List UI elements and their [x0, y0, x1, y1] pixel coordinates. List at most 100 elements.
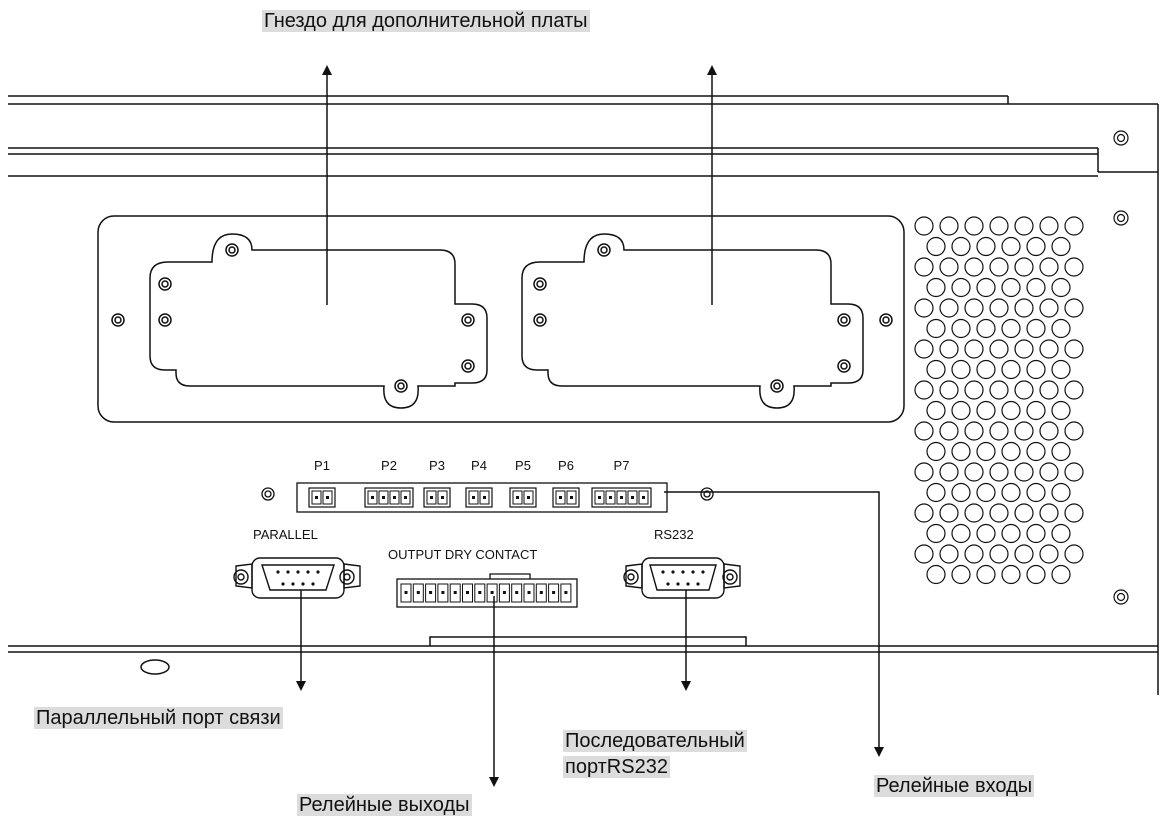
- relay-terminal-pin-dot: [430, 496, 433, 499]
- relay-terminal-pin: [512, 490, 523, 505]
- vent-hole: [939, 257, 959, 277]
- dry-contact-pin: [498, 583, 510, 603]
- vent-hole: [1026, 400, 1046, 421]
- vent-hole: [964, 421, 984, 441]
- vent-hole: [1001, 564, 1021, 585]
- relay-terminal-pin-dot: [382, 496, 385, 499]
- vent-hole: [951, 277, 971, 298]
- relay-terminal-pin-dot: [472, 496, 475, 499]
- vent-hole: [976, 318, 996, 339]
- relay-terminal-pin: [311, 490, 322, 505]
- relay-terminal-pin: [367, 490, 378, 505]
- relay-terminal-pin: [523, 490, 534, 505]
- relay-terminal-pin-dot: [315, 496, 318, 499]
- vent-hole: [1001, 400, 1021, 421]
- relay-terminal-pin-dot: [404, 496, 407, 499]
- vent-hole: [976, 359, 996, 380]
- dry-contact-pin-dot: [490, 591, 494, 594]
- callout-arrows: [296, 65, 884, 787]
- vent-hole: [939, 380, 959, 400]
- option-slot-plate: [97, 215, 905, 423]
- vent-hole: [1039, 462, 1059, 482]
- vent-hole: [1051, 277, 1071, 298]
- connector-pin: [286, 570, 290, 574]
- vent-hole: [914, 421, 934, 441]
- callout-serial-port: Последовательный портRS232: [563, 728, 747, 780]
- vent-hole: [1026, 318, 1046, 339]
- callout-relay-inputs: Релейные входы: [874, 773, 1035, 799]
- terminal-label-2: P2: [381, 458, 397, 473]
- connector-pin: [281, 582, 285, 586]
- vent-hole: [1064, 216, 1084, 236]
- connector-pin: [291, 582, 295, 586]
- vent-hole: [1001, 318, 1021, 339]
- option-slot-cover-left: [149, 233, 488, 409]
- vent-hole: [964, 462, 984, 482]
- relay-terminal-pin-dot: [559, 496, 562, 499]
- connector-pin: [681, 570, 685, 574]
- relay-terminal-group: [465, 487, 493, 508]
- vent-hole: [976, 482, 996, 503]
- vent-hole: [1051, 482, 1071, 503]
- connector-pin: [301, 582, 305, 586]
- relay-terminal-pin: [627, 490, 638, 505]
- terminal-label-7: P7: [614, 458, 630, 473]
- dry-contact-pin-dot: [515, 591, 519, 594]
- vent-hole: [1026, 482, 1046, 503]
- vent-hole: [951, 441, 971, 462]
- vent-hole: [1039, 544, 1059, 564]
- vent-hole: [951, 482, 971, 503]
- vent-hole: [926, 318, 946, 339]
- dry-contact-pin-dot: [539, 591, 543, 594]
- vent-hole: [964, 544, 984, 564]
- vent-hole: [1064, 503, 1084, 523]
- connector-pin: [666, 582, 670, 586]
- parallel-port-pins: [276, 570, 320, 586]
- rs232-connector-pins: [661, 570, 705, 586]
- vent-hole: [1051, 359, 1071, 380]
- dry-contact-pin: [535, 583, 547, 603]
- vent-hole: [914, 216, 934, 236]
- vent-hole: [1014, 421, 1034, 441]
- dry-contact-pin-dot: [564, 591, 568, 594]
- vent-hole: [926, 277, 946, 298]
- vent-hole: [951, 564, 971, 585]
- vent-hole: [1039, 257, 1059, 277]
- connector-pin: [686, 582, 690, 586]
- vent-hole: [1051, 523, 1071, 544]
- dry-contact-label: OUTPUT DRY CONTACT: [388, 547, 537, 562]
- relay-terminal-pin-dot: [598, 496, 601, 499]
- vent-hole: [951, 523, 971, 544]
- rs232-label: RS232: [654, 527, 694, 542]
- vent-hole: [989, 462, 1009, 482]
- callout-parallel-port-text: Параллельный порт связи: [34, 707, 283, 729]
- vent-hole: [989, 503, 1009, 523]
- relay-terminals: [308, 487, 652, 508]
- vent-hole: [1014, 380, 1034, 400]
- relay-terminal-pin-dot: [570, 496, 573, 499]
- vent-hole: [1001, 523, 1021, 544]
- vent-hole: [1039, 339, 1059, 359]
- relay-terminal-pin: [638, 490, 649, 505]
- dry-contact-pin-dot: [441, 591, 445, 594]
- vent-hole: [989, 380, 1009, 400]
- relay-terminal-group: [509, 487, 537, 508]
- vent-hole: [964, 298, 984, 318]
- connector-pin: [696, 582, 700, 586]
- vent-hole: [1051, 236, 1071, 257]
- vent-hole: [989, 339, 1009, 359]
- vent-hole: [1014, 544, 1034, 564]
- dry-contact-pin: [400, 583, 412, 603]
- connector-pin: [296, 570, 300, 574]
- vent-hole: [926, 482, 946, 503]
- dry-contact-block: [396, 573, 578, 608]
- vent-hole: [1051, 400, 1071, 421]
- vent-hole: [1039, 216, 1059, 236]
- vent-hole: [1026, 564, 1046, 585]
- connector-pin: [671, 570, 675, 574]
- relay-terminal-pin: [426, 490, 437, 505]
- terminal-label-4: P4: [471, 458, 487, 473]
- vent-hole: [939, 462, 959, 482]
- dry-contact-pin-dot: [404, 591, 408, 594]
